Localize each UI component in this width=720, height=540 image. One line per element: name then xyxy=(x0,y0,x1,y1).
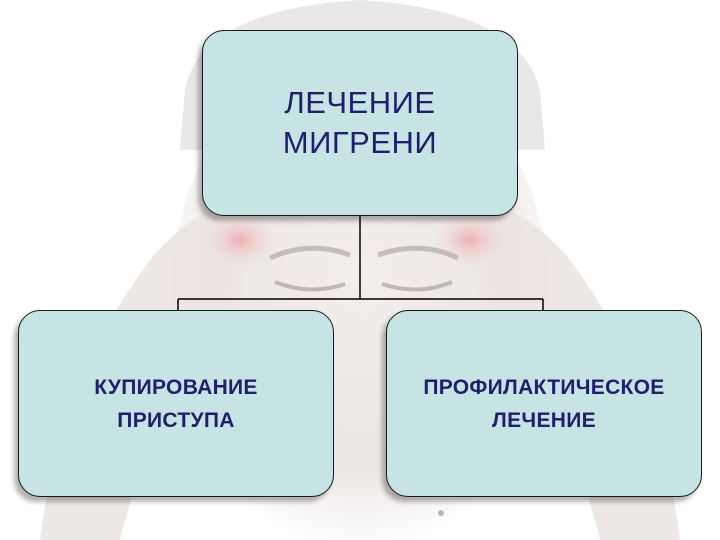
child-node-acute-label: КУПИРОВАНИЕ ПРИСТУПА xyxy=(94,375,258,432)
root-node-label: ЛЕЧЕНИЕ МИГРЕНИ xyxy=(282,85,438,160)
child-node-preventive: ПРОФИЛАКТИЧЕСКОЕ ЛЕЧЕНИЕ xyxy=(386,310,702,497)
child-node-acute: КУПИРОВАНИЕ ПРИСТУПА xyxy=(18,310,334,497)
child-node-preventive-label: ПРОФИЛАКТИЧЕСКОЕ ЛЕЧЕНИЕ xyxy=(423,375,665,432)
root-node: ЛЕЧЕНИЕ МИГРЕНИ xyxy=(202,30,518,216)
